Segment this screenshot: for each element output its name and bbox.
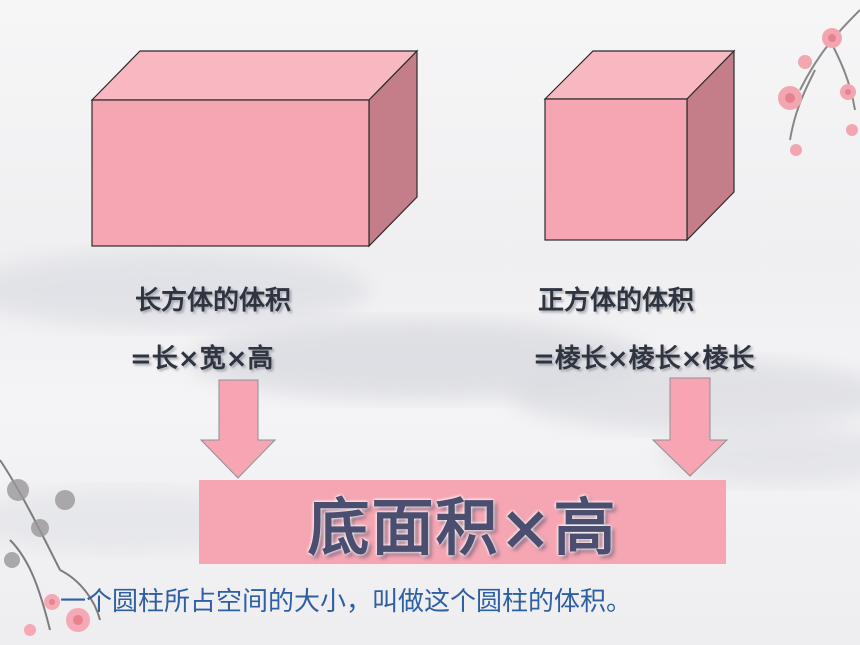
cuboid-shape [90, 49, 419, 248]
cube-volume-formula: =棱长×棱长×棱长 [533, 344, 755, 374]
right-down-arrow-icon [651, 377, 729, 477]
plum-blossom-branch-icon [778, 9, 860, 156]
cylinder-volume-definition: 一个圆柱所占空间的大小，叫做这个圆柱的体积。 [60, 587, 633, 617]
result-box: 底面积×高 [199, 480, 726, 564]
cuboid-volume-formula: =长×宽×高 [130, 344, 274, 374]
cuboid-front-face [91, 99, 370, 247]
cube-front-face [544, 98, 688, 241]
cuboid-volume-label: 长方体的体积 [135, 286, 292, 316]
cube-shape [543, 49, 736, 242]
left-down-arrow-icon [199, 379, 277, 479]
result-formula: 底面积×高 [307, 491, 618, 564]
cuboid-top-face [90, 50, 419, 101]
cube-volume-label: 正方体的体积 [538, 286, 695, 316]
plum-blossom-branch-icon [0, 459, 101, 636]
